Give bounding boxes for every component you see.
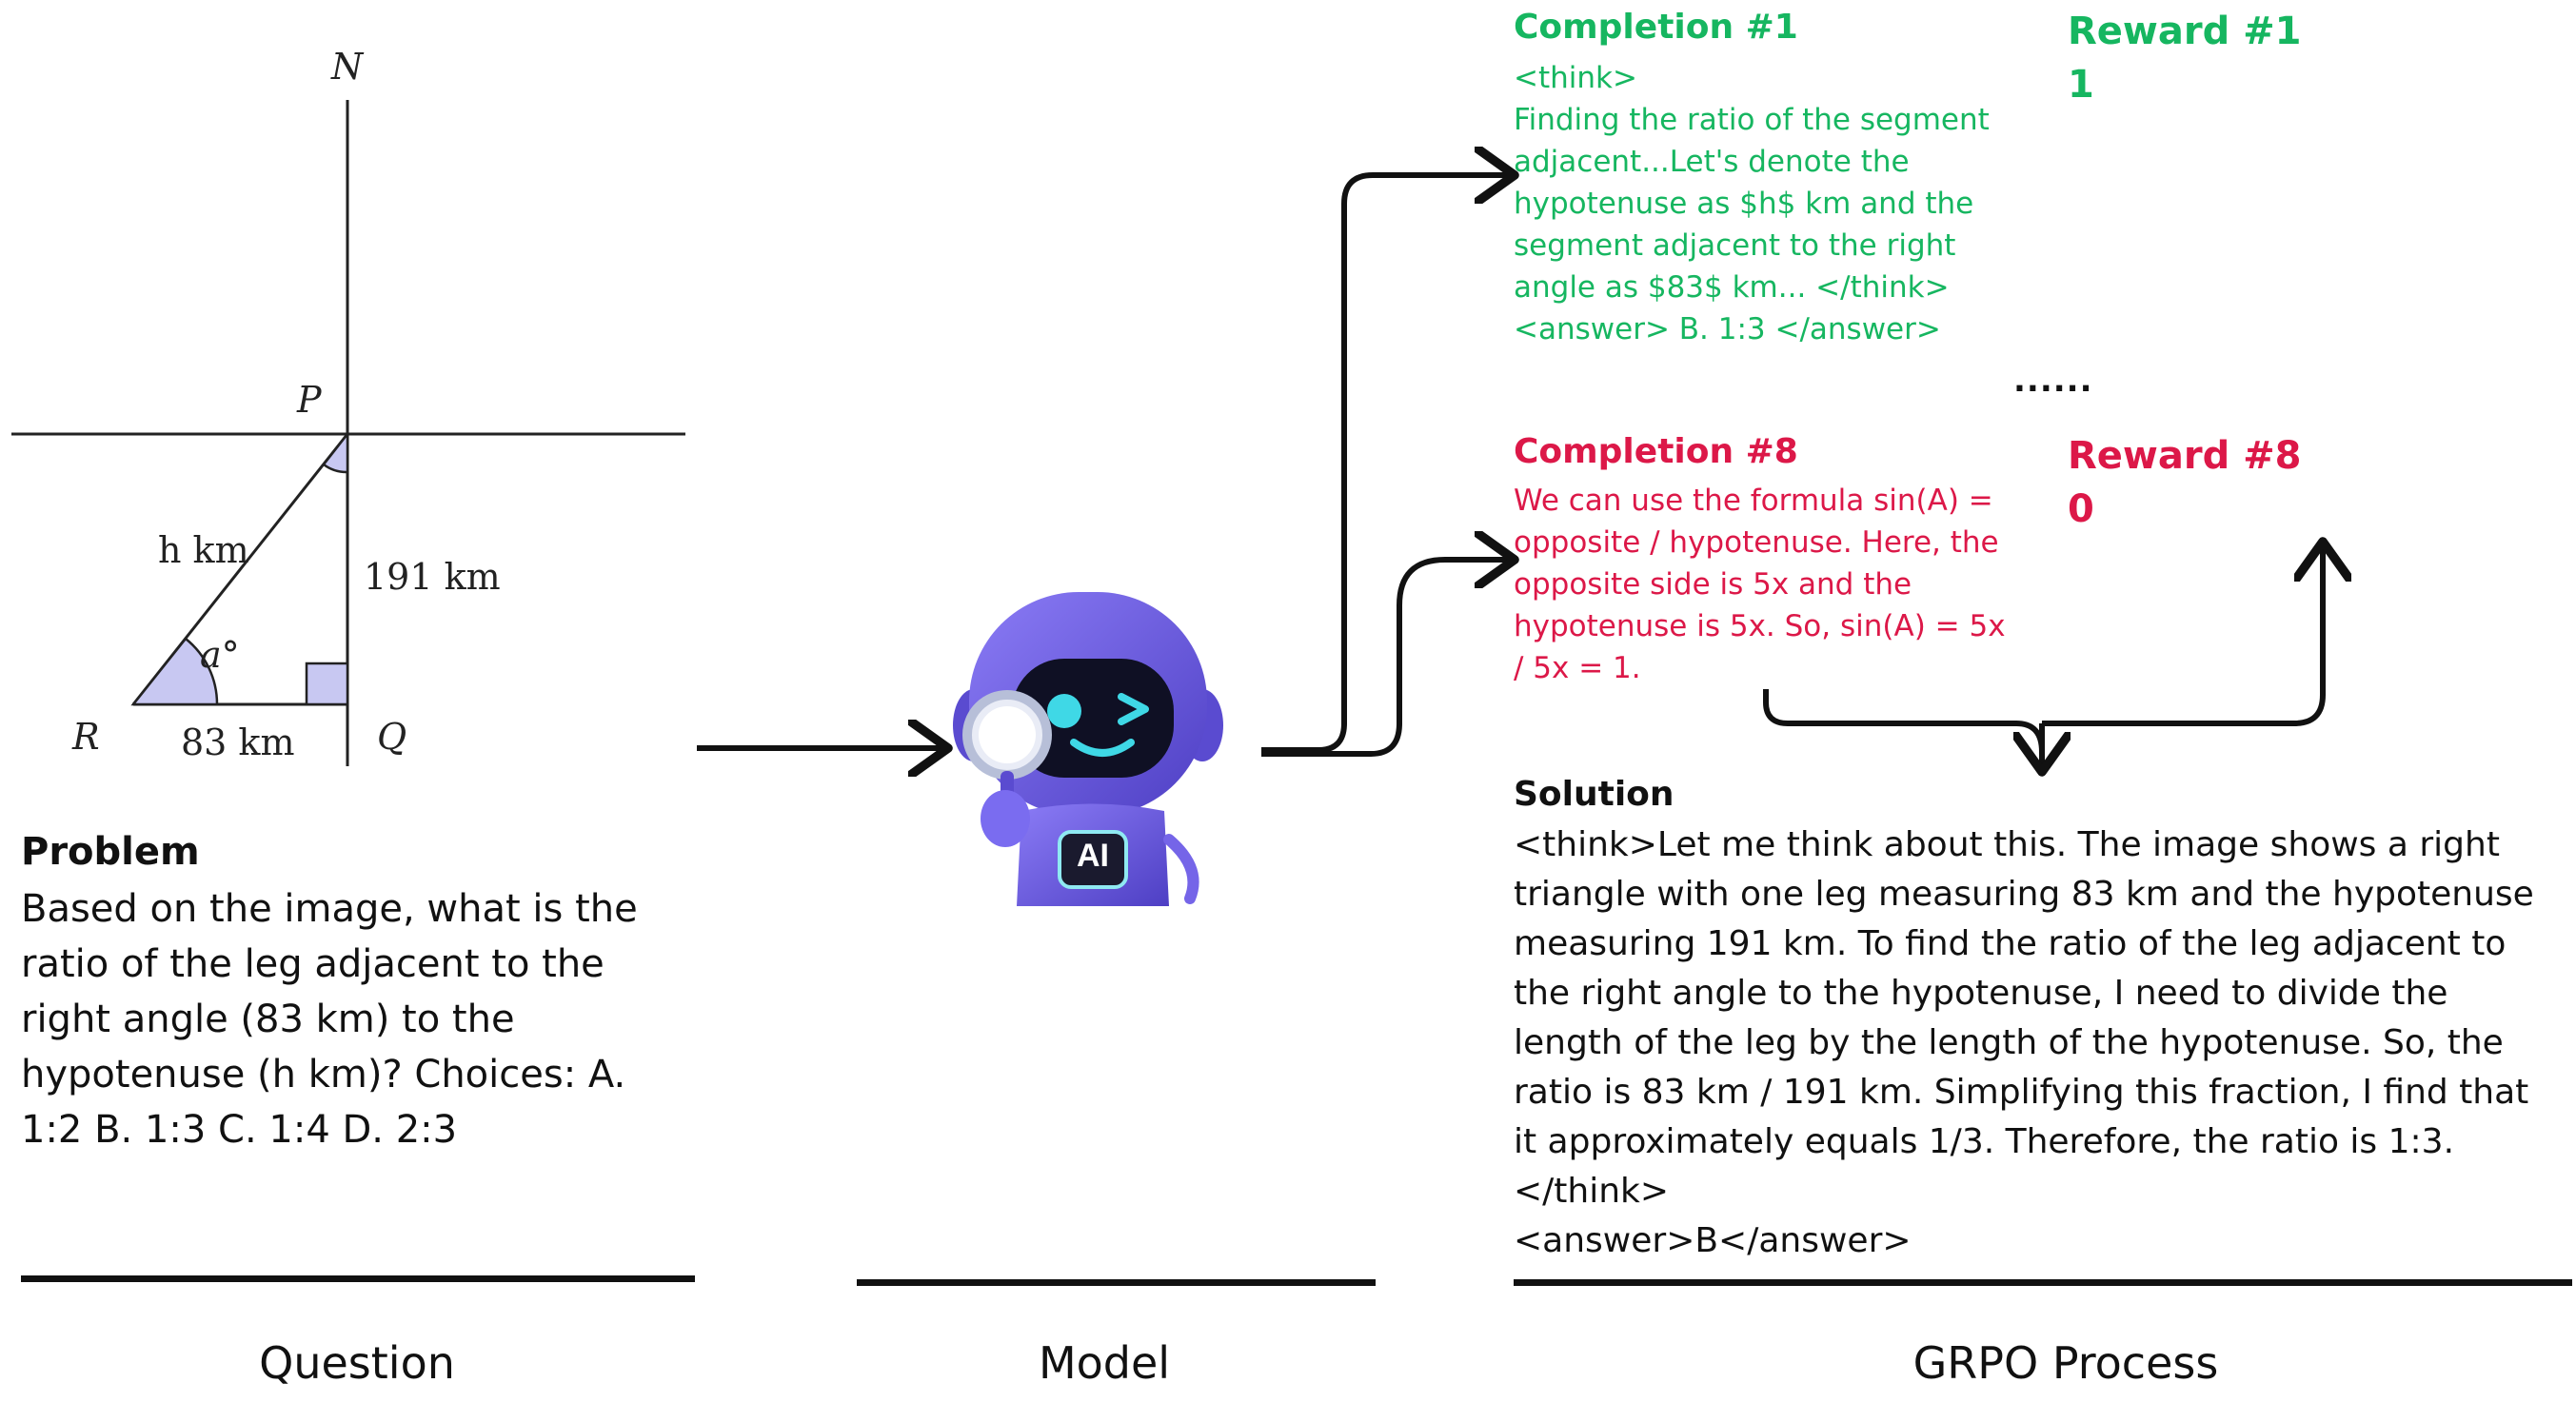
- completion-8-title: Completion #8: [1514, 432, 1798, 471]
- brace-to-solution: [1763, 689, 2045, 753]
- problem-title: Problem: [21, 830, 200, 874]
- label-horizontal-leg: 83 km: [181, 721, 295, 763]
- reward-1-value: 1: [2068, 63, 2094, 107]
- question-caption: Question: [259, 1337, 455, 1389]
- completion-8-text: We can use the formula sin(A) = opposite…: [1514, 484, 2006, 685]
- label-angle: a°: [200, 634, 240, 676]
- grpo-caption: GRPO Process: [1912, 1337, 2219, 1389]
- completion-1-text: <think> Finding the ratio of the segment…: [1514, 61, 1990, 346]
- robot-badge-label: AI: [1077, 838, 1109, 874]
- reward-1-title: Reward #1: [2068, 10, 2302, 53]
- arrow-model-to-completion-1: [1261, 175, 1509, 753]
- angle-marker-p: [322, 430, 349, 474]
- reward-8-title: Reward #8: [2068, 434, 2302, 478]
- grpo-divider: [1514, 1279, 2572, 1286]
- question-divider: [21, 1275, 695, 1282]
- arrow-to-reward-8: [2042, 547, 2323, 726]
- model-divider: [857, 1279, 1376, 1286]
- label-vertical-leg: 191 km: [364, 556, 501, 598]
- triangle-diagram: [11, 100, 685, 766]
- solution-text: <think>Let me think about this. The imag…: [1514, 825, 2534, 1260]
- label-q: Q: [377, 716, 407, 758]
- label-hypotenuse: h km: [158, 529, 249, 571]
- solution-title: Solution: [1514, 775, 1674, 814]
- ellipsis: ......: [2013, 362, 2093, 400]
- completion-1-title: Completion #1: [1514, 8, 1798, 47]
- robot-with-magnifier-icon: [953, 592, 1223, 906]
- reward-8-value: 0: [2068, 487, 2094, 531]
- arrow-model-to-completion-8: [1261, 560, 1509, 757]
- label-r: R: [72, 716, 100, 758]
- model-caption: Model: [1038, 1337, 1171, 1389]
- problem-text: Based on the image, what is the ratio of…: [21, 887, 638, 1152]
- right-angle-marker: [305, 662, 349, 706]
- label-n: N: [331, 46, 364, 88]
- label-p: P: [297, 379, 322, 421]
- angle-marker-r: [130, 637, 219, 706]
